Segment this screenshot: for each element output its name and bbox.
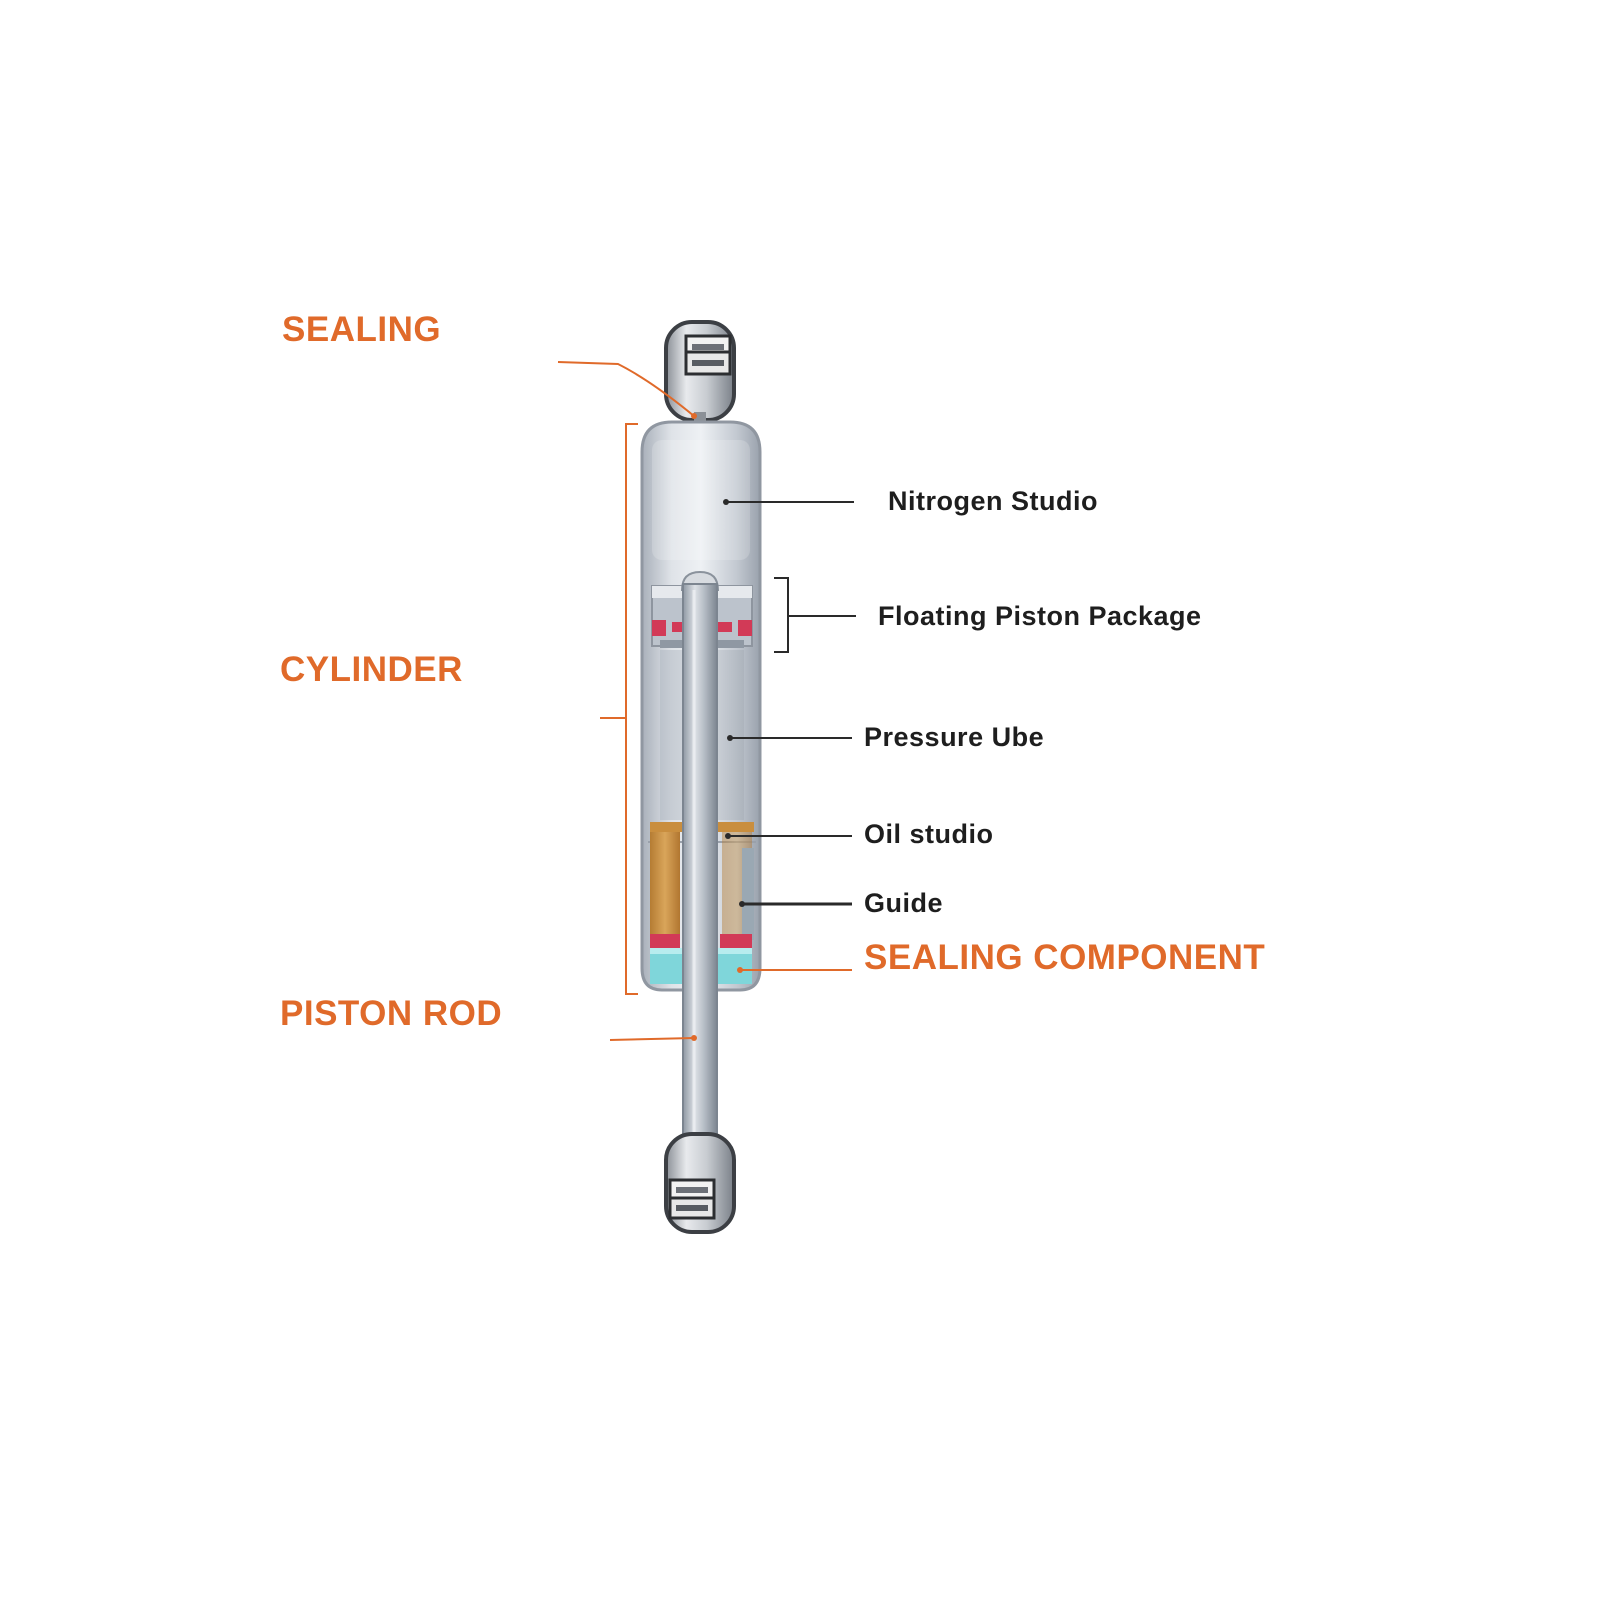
- label-oil-studio: Oil studio: [864, 819, 994, 849]
- piston-rod: [682, 583, 718, 1145]
- left-leaders: [557, 361, 852, 1041]
- sealing-leader-dot: [691, 413, 697, 419]
- top-end-fitting: [664, 320, 736, 426]
- guide-leader-dot: [739, 901, 745, 907]
- label-sealing-component: SEALING COMPONENT: [864, 938, 1266, 977]
- label-piston-rod: PISTON ROD: [280, 994, 503, 1033]
- piston-rod-leader-dot: [691, 1035, 697, 1041]
- floating-piston-bracket: [774, 577, 789, 653]
- bottom-end-fitting: [664, 1132, 736, 1234]
- label-pressure-tube: Pressure Ube: [864, 722, 1045, 752]
- pressure-tube-leader-dot: [727, 735, 733, 741]
- cylinder-bracket: [625, 423, 638, 995]
- label-nitrogen-studio: Nitrogen Studio: [888, 486, 1098, 516]
- piston-rod-leader: [609, 1037, 695, 1041]
- label-cylinder: CYLINDER: [280, 650, 463, 689]
- label-guide: Guide: [864, 888, 944, 918]
- nitrogen-leader-dot: [723, 499, 729, 505]
- right-leaders: [723, 499, 856, 907]
- label-sealing: SEALING: [282, 310, 442, 349]
- oil-leader-dot: [725, 833, 731, 839]
- sealing-leader: [557, 361, 695, 417]
- label-floating-piston-package: Floating Piston Package: [878, 601, 1202, 631]
- sealing-component-leader-dot: [737, 967, 743, 973]
